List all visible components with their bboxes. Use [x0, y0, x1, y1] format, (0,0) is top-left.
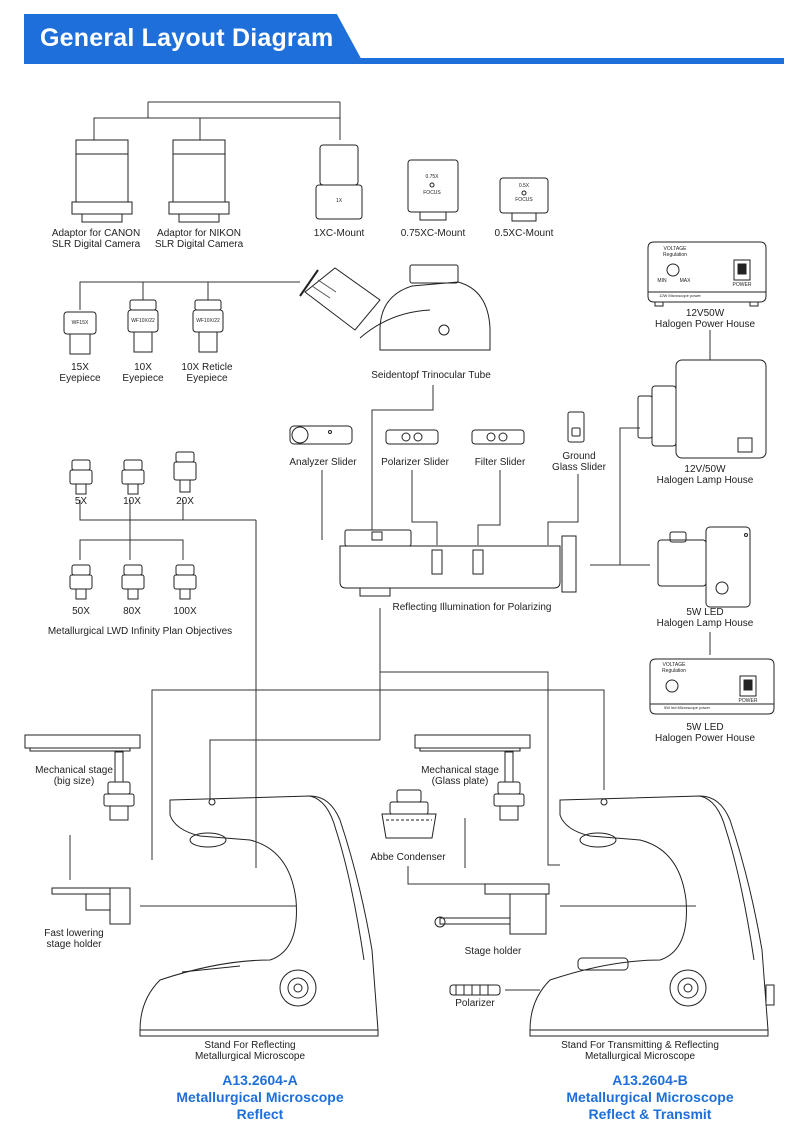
device-regulation-12: Regulation: [663, 252, 687, 258]
device-label-5: 5W led Microscope power: [663, 705, 711, 710]
label-stage-glass: Mechanical stage(Glass plate): [421, 765, 499, 787]
device-voltage-5: VOLTAGE: [662, 662, 686, 668]
5w-power-house-drawing: [649, 658, 775, 715]
10x-eyepiece-drawing: [127, 299, 159, 353]
12v-lamp-house-drawing: [637, 359, 767, 459]
label-1xc-mount: 1XC-Mount: [313, 228, 365, 239]
device-voltage-12: VOLTAGE: [663, 246, 687, 252]
label-objective-100x: 100X: [173, 606, 197, 617]
label-05xc-mount: 0.5XC-Mount: [494, 228, 554, 239]
label-objectives: Metallurgical LWD Infinity Plan Objectiv…: [47, 626, 233, 637]
stage-holder-drawing: [434, 883, 550, 935]
label-075xc-mount: 0.75XC-Mount: [400, 228, 466, 239]
device-wf10: WF10X/22: [131, 318, 155, 324]
label-filter-slider: Filter Slider: [474, 457, 526, 468]
15x-eyepiece-drawing: [63, 311, 97, 355]
connector-lines: [69, 101, 711, 991]
filter-slider-drawing: [471, 429, 525, 445]
stand-reflect-drawing: [139, 795, 379, 1037]
device-regulation-5: Regulation: [662, 668, 686, 674]
10x-reticle-eyepiece-drawing: [192, 299, 224, 353]
abbe-condenser-drawing: [381, 789, 437, 839]
polarizer-slider-drawing: [385, 429, 439, 445]
label-stage-big: Mechanical stage(big size): [35, 765, 113, 787]
mechanical-stage-big-drawing: [24, 734, 141, 821]
reflecting-illuminator-drawing: [339, 529, 577, 597]
trinocular-tube-drawing: [299, 264, 491, 351]
label-abbe-condenser: Abbe Condenser: [370, 852, 446, 863]
device-m075: 0.75X: [425, 174, 439, 180]
mechanical-stage-glass-drawing: [414, 734, 531, 821]
label-objective-10x: 10X: [123, 496, 141, 507]
canon-adaptor-drawing: [71, 139, 133, 223]
device-m1x: 1X: [335, 198, 343, 204]
label-objective-20x: 20X: [176, 496, 194, 507]
label-analyzer-slider: Analyzer Slider: [289, 457, 357, 468]
075xc-mount-drawing: [407, 159, 459, 221]
label-polarizer-slider: Polarizer Slider: [381, 457, 449, 468]
device-label-12: 12W Microscope power: [659, 293, 701, 298]
label-stage-holder: Stage holder: [464, 946, 522, 957]
nikon-adaptor-drawing: [168, 139, 230, 223]
label-objective-80x: 80X: [123, 606, 141, 617]
header-band: [24, 14, 364, 64]
device-power-12: POWER: [732, 282, 752, 288]
objective-50x-drawing: [69, 564, 93, 600]
header: General Layout Diagram: [0, 0, 800, 80]
objective-10x-drawing: [121, 459, 145, 495]
analyzer-slider-drawing: [289, 425, 353, 445]
header-rule: [24, 58, 784, 64]
objective-20x-drawing: [173, 451, 197, 493]
polarizer-disc-drawing: [449, 984, 501, 996]
5w-lamp-house-drawing: [657, 526, 751, 608]
device-min-12: MIN: [657, 278, 667, 284]
ground-glass-slider-drawing: [567, 411, 585, 443]
12v-power-house-drawing: [647, 241, 767, 307]
05xc-mount-drawing: [499, 177, 549, 222]
1xc-mount-drawing: [315, 144, 363, 220]
page-title: General Layout Diagram: [40, 24, 334, 52]
objective-80x-drawing: [121, 564, 145, 600]
objective-5x-drawing: [69, 459, 93, 495]
label-objective-50x: 50X: [72, 606, 90, 617]
label-polarizer: Polarizer: [455, 998, 495, 1009]
device-wf10b: WF10X/22: [196, 318, 220, 324]
device-focus-075: FOCUS: [423, 190, 441, 196]
label-reflecting-illumination: Reflecting Illumination for Polarizing: [392, 602, 552, 613]
device-wf15: WF15X: [71, 320, 89, 326]
label-objective-5x: 5X: [74, 496, 88, 507]
label-trinocular-tube: Seidentopf Trinocular Tube: [371, 370, 491, 381]
device-power-5: POWER: [738, 698, 758, 704]
device-m05: 0.5X: [518, 183, 530, 189]
objective-100x-drawing: [173, 564, 197, 600]
fast-lowering-holder-drawing: [51, 887, 131, 925]
device-max-12: MAX: [679, 278, 691, 284]
stand-transmit-drawing: [529, 795, 775, 1037]
device-focus-05: FOCUS: [515, 197, 533, 203]
